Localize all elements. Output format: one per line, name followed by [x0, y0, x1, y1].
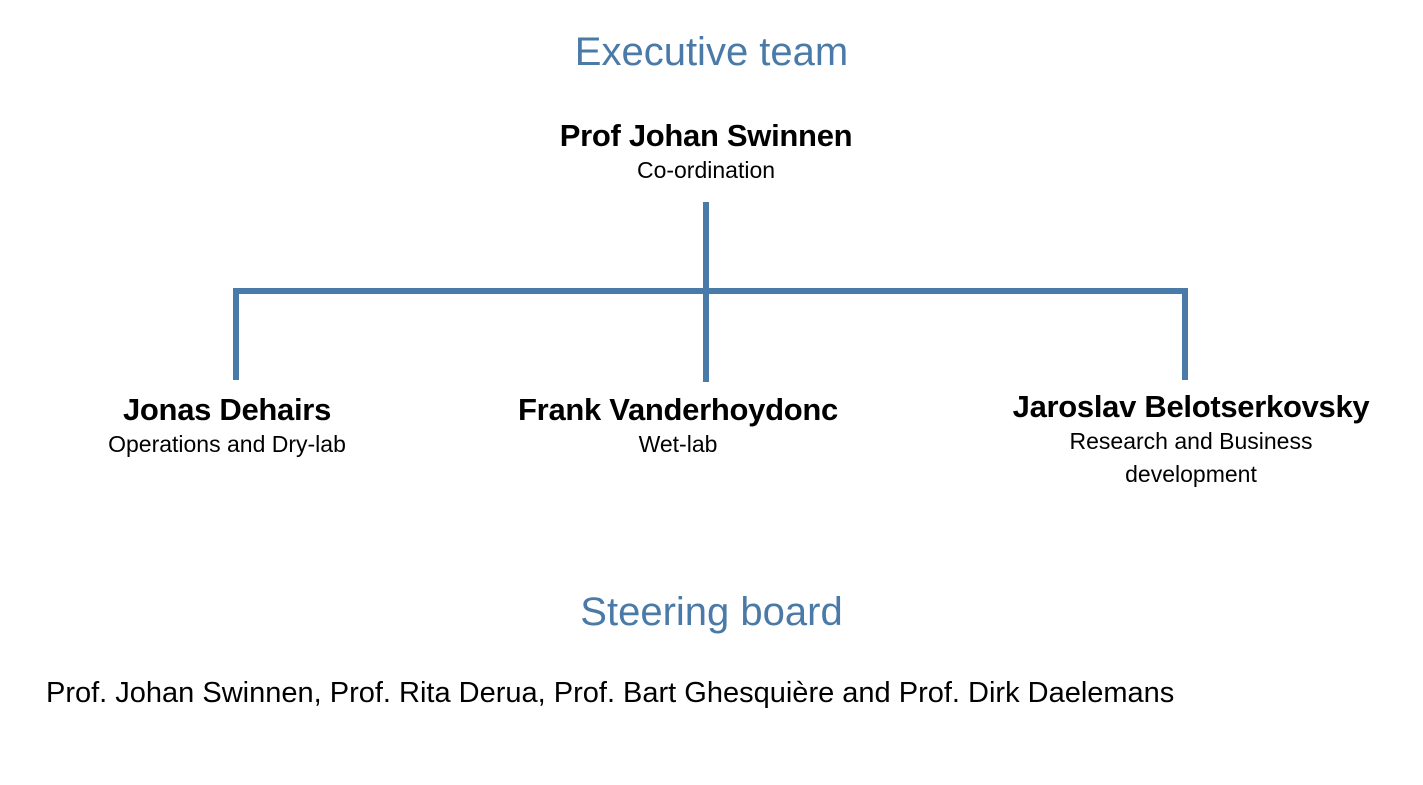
steering-board-title: Steering board: [580, 590, 843, 634]
node-role: Wet-lab: [638, 431, 718, 457]
node-name: Jonas Dehairs: [122, 392, 332, 427]
org-node-research: Jaroslav Belotserkovsky Research and Bus…: [1002, 389, 1380, 491]
steering-board-members: Prof. Johan Swinnen, Prof. Rita Derua, P…: [46, 677, 1175, 709]
node-name: Jaroslav Belotserkovsky: [1012, 389, 1370, 424]
connector-line-horizontal: [233, 288, 1188, 294]
connector-line-vertical-right: [1182, 288, 1188, 380]
node-role: Research and Business development: [1069, 428, 1313, 487]
connector-line-vertical-left: [233, 288, 239, 380]
node-name: Frank Vanderhoydonc: [518, 392, 838, 427]
org-node-head: Prof Johan Swinnen Co-ordination: [506, 118, 906, 187]
node-role: Co-ordination: [636, 157, 776, 183]
node-role: Operations and Dry-lab: [108, 431, 346, 457]
org-node-wet-lab: Frank Vanderhoydonc Wet-lab: [478, 392, 878, 461]
executive-team-title: Executive team: [574, 30, 849, 74]
node-name: Prof Johan Swinnen: [559, 118, 853, 153]
org-node-operations: Jonas Dehairs Operations and Dry-lab: [27, 392, 427, 461]
